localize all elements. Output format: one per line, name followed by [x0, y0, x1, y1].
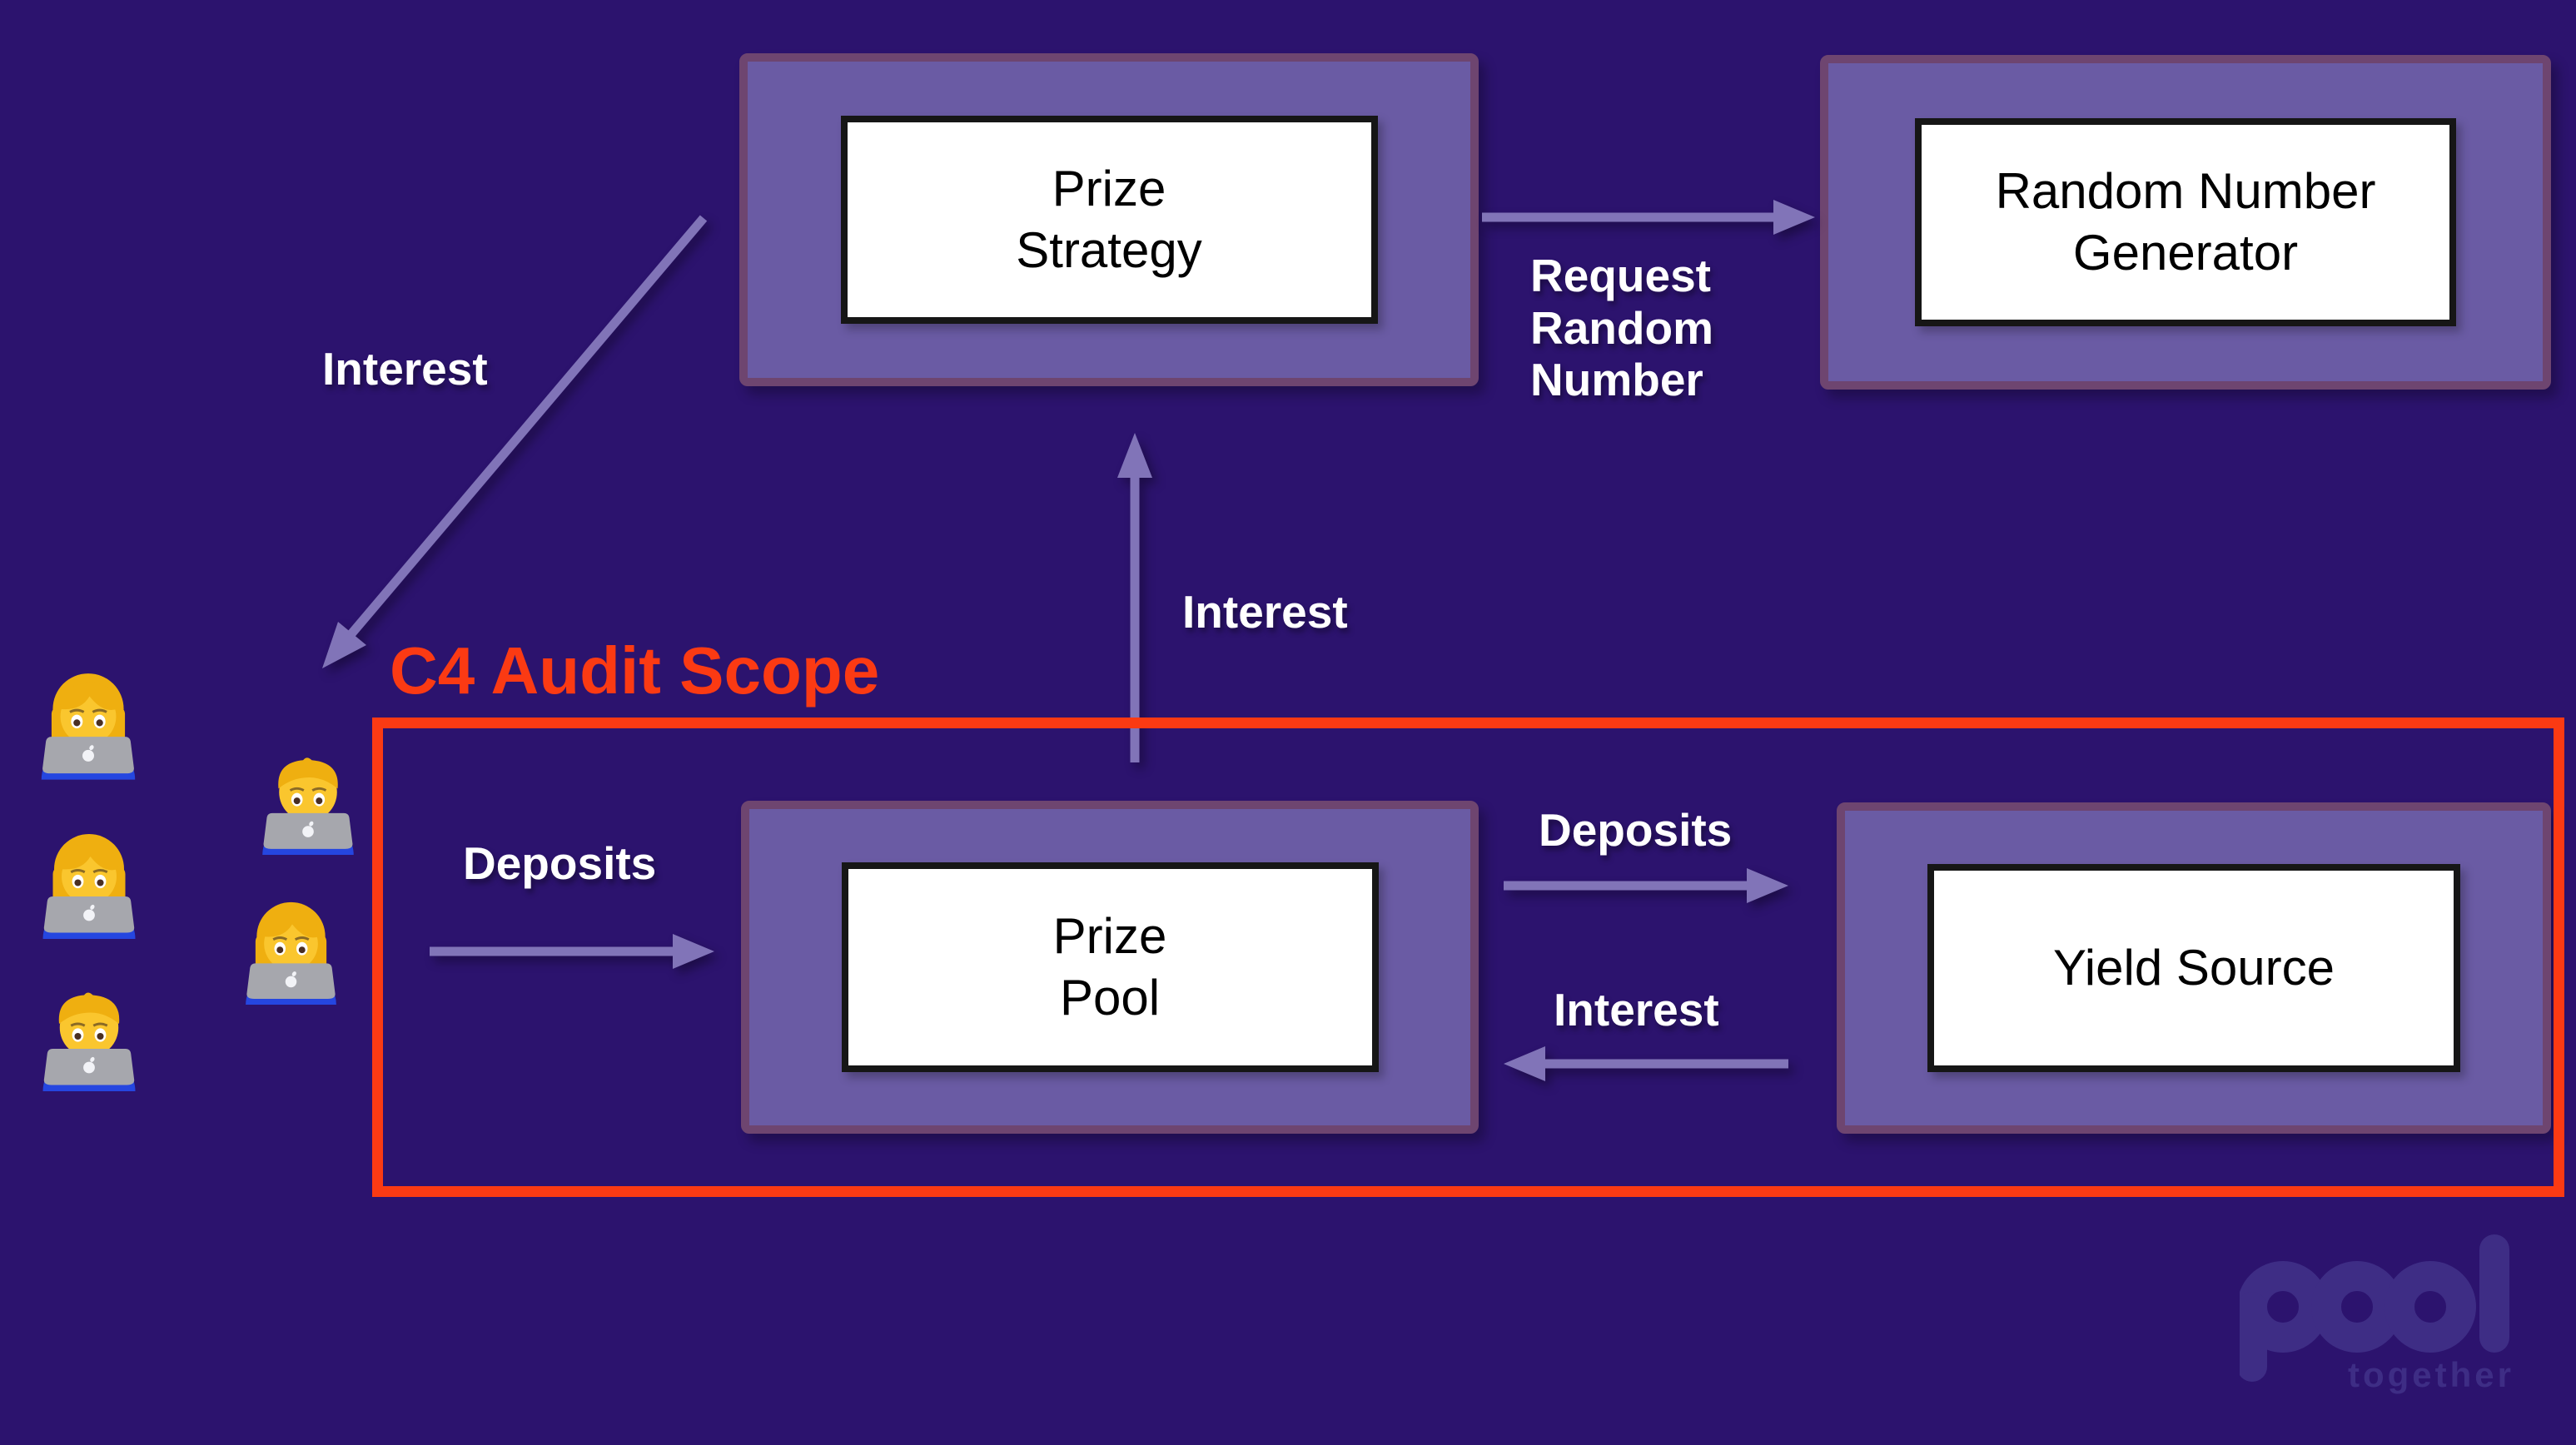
deposits-pool-to-yield-label: Deposits [1539, 804, 1733, 856]
interest-pool-to-strategy-label: Interest [1182, 586, 1348, 638]
deposits-pool-to-yield-arrow [1504, 868, 1788, 903]
request-random-number-arrow [1482, 200, 1815, 235]
prize-pool-box: Prize Pool [841, 862, 1379, 1072]
random-number-generator-container: Random Number Generator [1820, 55, 2551, 390]
audit-scope-label: C4 Audit Scope [390, 633, 880, 708]
interest-yield-to-pool-label: Interest [1554, 984, 1719, 1035]
prize-strategy-box: Prize Strategy [840, 116, 1378, 324]
prize-strategy-label: Prize Strategy [1016, 161, 1202, 278]
prize-strategy-container: Prize Strategy [739, 53, 1479, 386]
prize-pool-label: Prize Pool [1052, 908, 1167, 1025]
logo-together-text: together [2348, 1355, 2514, 1394]
pooltogether-logo: together [2237, 1230, 2519, 1397]
yield-source-container: Yield Source [1837, 802, 2551, 1134]
interest-yield-to-pool-arrow [1504, 1046, 1788, 1081]
yield-source-label: Yield Source [2053, 940, 2335, 996]
interest-pool-to-strategy-arrow [1117, 433, 1152, 762]
interest-to-users-label: Interest [322, 343, 488, 395]
audit-scope-outline [372, 718, 2564, 1197]
request-random-number-label: Request Random Number [1530, 250, 1713, 406]
interest-to-users-arrow [322, 215, 708, 668]
pool-logo-wordmark [2237, 1234, 2509, 1382]
random-number-generator-box: Random Number Generator [1915, 118, 2456, 326]
deposits-users-to-pool-label: Deposits [463, 837, 657, 889]
random-number-generator-label: Random Number Generator [1995, 163, 2376, 281]
prize-pool-container: Prize Pool [741, 801, 1479, 1134]
deposits-users-to-pool-arrow [430, 934, 714, 969]
yield-source-box: Yield Source [1927, 864, 2460, 1072]
